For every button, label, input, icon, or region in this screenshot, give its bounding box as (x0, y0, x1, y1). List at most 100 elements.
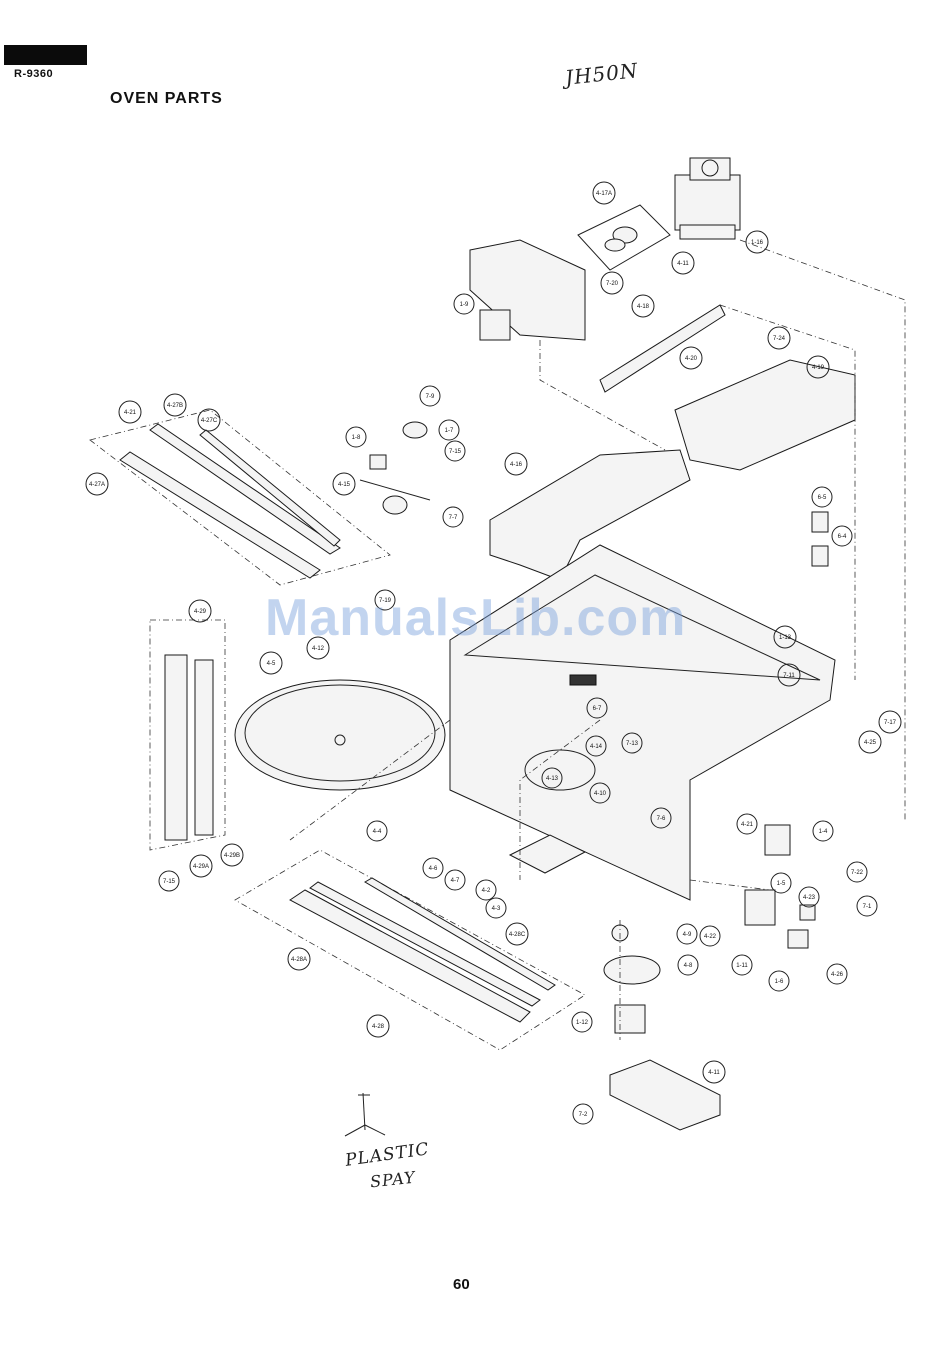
svg-text:1-8: 1-8 (352, 435, 361, 441)
callout-7-15b: 7-15 (158, 870, 180, 892)
svg-text:7-20: 7-20 (606, 281, 619, 287)
watermark: ManualsLib.com (265, 589, 687, 647)
svg-text:4-27A: 4-27A (89, 482, 105, 488)
svg-text:1-5: 1-5 (777, 881, 786, 887)
svg-text:4-22: 4-22 (704, 934, 717, 940)
callout-6-7: 6-7 (586, 697, 608, 719)
svg-text:4-21: 4-21 (124, 410, 137, 416)
callout-1-13: 1-13 (773, 625, 797, 649)
svg-text:7-13: 7-13 (626, 741, 639, 747)
fan-duct-drawing (469, 239, 586, 341)
callout-7-24: 7-24 (767, 326, 791, 350)
svg-text:4-4: 4-4 (373, 829, 382, 835)
svg-text:7-6: 7-6 (657, 816, 666, 822)
svg-text:6-7: 6-7 (593, 706, 602, 712)
svg-text:4-18: 4-18 (637, 304, 650, 310)
callout-7-19: 7-19 (374, 589, 396, 611)
svg-text:7-7: 7-7 (449, 515, 458, 521)
bottom-plate-drawing (508, 834, 587, 874)
svg-text:7-15: 7-15 (449, 449, 462, 455)
callout-4-20: 4-20 (679, 346, 703, 370)
svg-text:4-28C: 4-28C (509, 932, 526, 938)
callout-1-9: 1-9 (453, 293, 475, 315)
callout-1-4: 1-4 (812, 820, 834, 842)
label-plate-drawing (811, 511, 829, 533)
lower-door-rails-drawing (234, 849, 586, 1051)
callout-1-8: 1-8 (345, 426, 367, 448)
callout-7-13: 7-13 (621, 732, 643, 754)
svg-text:4-26: 4-26 (831, 972, 844, 978)
callout-4-27A: 4-27A (85, 472, 109, 496)
callout-4-7: 4-7 (444, 869, 466, 891)
callout-7-15a: 7-15 (444, 440, 466, 462)
callout-7-20: 7-20 (600, 271, 624, 295)
callout-7-9: 7-9 (419, 385, 441, 407)
callout-4-11a: 4-11 (671, 251, 695, 275)
svg-text:4-2: 4-2 (482, 888, 491, 894)
callout-4-13: 4-13 (541, 767, 563, 789)
svg-text:4-10: 4-10 (594, 791, 607, 797)
page-title: OVEN PARTS (110, 90, 223, 107)
svg-text:4-11: 4-11 (708, 1070, 720, 1076)
svg-text:6-4: 6-4 (838, 534, 847, 540)
callout-4-27C: 4-27C (197, 408, 221, 432)
svg-text:4-12: 4-12 (312, 646, 325, 652)
svg-text:4-20: 4-20 (685, 356, 698, 362)
air-duct-box-drawing (674, 359, 856, 471)
svg-text:4-25: 4-25 (864, 740, 877, 746)
callout-labels: 4-17A 1-16 4-11 7-20 4-18 1-9 7-24 4-20 … (85, 181, 902, 1125)
svg-text:4-27B: 4-27B (167, 403, 183, 409)
callout-4-22: 4-22 (699, 925, 721, 947)
callout-4-8: 4-8 (677, 954, 699, 976)
svg-text:4-8: 4-8 (684, 963, 693, 969)
callout-4-27B: 4-27B (163, 393, 187, 417)
svg-text:6-5: 6-5 (818, 495, 827, 501)
svg-text:4-7: 4-7 (451, 878, 460, 884)
callout-1-7: 1-7 (438, 419, 460, 441)
callout-7-11: 7-11 (777, 663, 801, 687)
svg-text:4-28A: 4-28A (291, 957, 307, 963)
callout-4-17A: 4-17A (592, 181, 616, 205)
svg-text:7-24: 7-24 (773, 336, 786, 342)
turntable-tray-drawing (234, 679, 446, 791)
svg-text:7-9: 7-9 (426, 394, 435, 400)
callout-6-5: 6-5 (811, 486, 833, 508)
svg-text:4-23: 4-23 (803, 895, 816, 901)
callout-4-21a: 4-21 (118, 400, 142, 424)
callout-7-2: 7-2 (572, 1103, 594, 1125)
callout-4-28C: 4-28C (505, 922, 529, 946)
callout-4-9: 4-9 (676, 923, 698, 945)
leader-lines (289, 239, 906, 1040)
svg-text:1-16: 1-16 (751, 240, 764, 246)
label-plate-drawing-2 (811, 545, 829, 567)
callout-4-14: 4-14 (585, 735, 607, 757)
callout-4-11b: 4-11 (702, 1060, 726, 1084)
fan-drawing (577, 204, 671, 271)
callout-4-16: 4-16 (504, 452, 528, 476)
callout-4-21b: 4-21 (736, 813, 758, 835)
callout-7-7: 7-7 (442, 506, 464, 528)
svg-text:4-11: 4-11 (677, 261, 689, 267)
callout-1-5: 1-5 (770, 872, 792, 894)
callout-4-19: 4-19 (806, 355, 830, 379)
callout-4-6: 4-6 (422, 857, 444, 879)
svg-text:4-5: 4-5 (267, 661, 276, 667)
svg-text:1-13: 1-13 (779, 635, 792, 641)
door-side-frame-drawing (149, 619, 226, 851)
callout-1-11: 1-11 (731, 954, 753, 976)
oven-cavity-drawing (449, 544, 836, 901)
callout-4-15: 4-15 (332, 472, 356, 496)
callout-7-6: 7-6 (650, 807, 672, 829)
svg-text:4-21: 4-21 (741, 822, 754, 828)
callout-4-4: 4-4 (366, 820, 388, 842)
svg-text:4-9: 4-9 (683, 932, 692, 938)
svg-text:4-3: 4-3 (492, 906, 501, 912)
svg-text:7-19: 7-19 (379, 598, 392, 604)
svg-text:4-6: 4-6 (429, 866, 438, 872)
callout-4-28: 4-28 (366, 1014, 390, 1038)
svg-text:4-14: 4-14 (590, 744, 603, 750)
svg-text:7-17: 7-17 (884, 720, 897, 726)
svg-text:7-22: 7-22 (851, 870, 864, 876)
svg-text:4-27C: 4-27C (201, 418, 218, 424)
